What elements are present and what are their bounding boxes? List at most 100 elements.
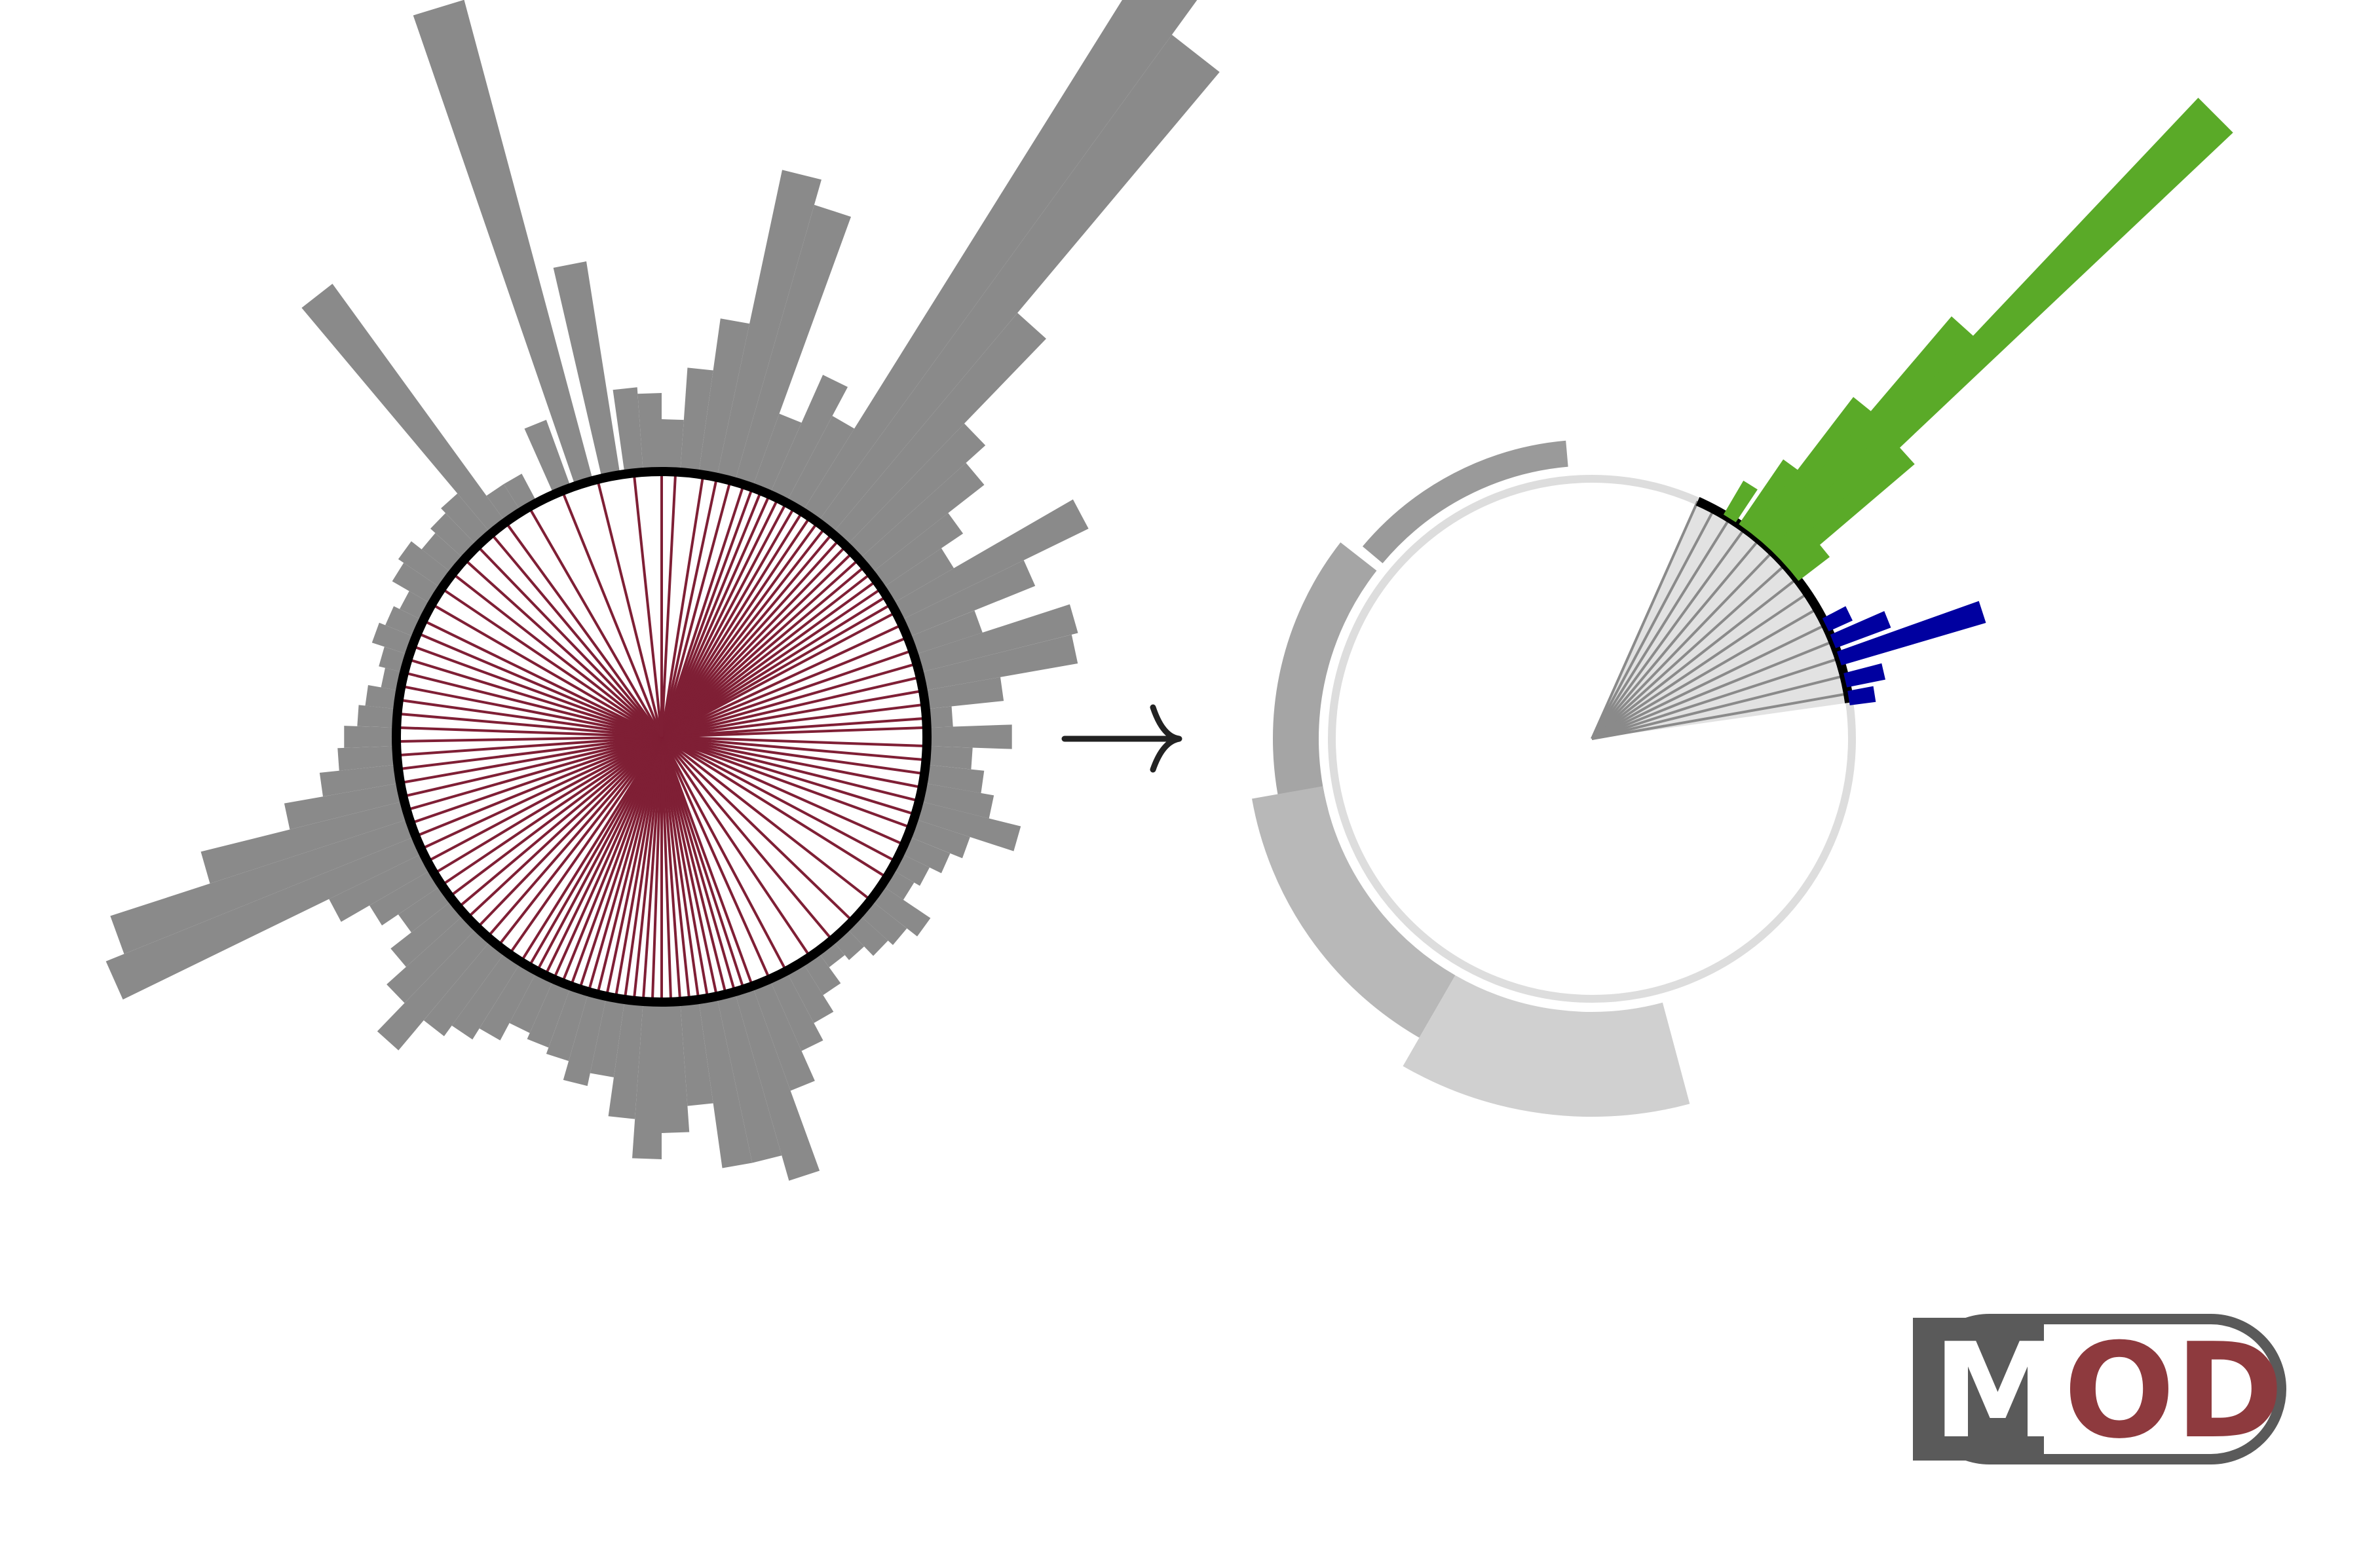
spoke-line <box>660 565 866 738</box>
spoke-line <box>660 480 732 737</box>
spoke-line <box>660 527 826 738</box>
spoke-line <box>660 736 888 879</box>
spoke-line <box>476 736 663 929</box>
histogram-bar <box>390 900 465 967</box>
spoke-line <box>660 487 754 737</box>
spoke-line <box>497 736 663 947</box>
spoke-line <box>1591 517 1731 740</box>
spoke-line <box>661 662 917 738</box>
outer-arc-band <box>1403 975 1690 1117</box>
histogram-bar <box>891 499 1089 621</box>
green-histogram-bar <box>1750 397 1872 542</box>
spoke-line <box>660 736 691 1001</box>
histogram-bar <box>698 318 750 477</box>
spoke-line <box>596 736 663 995</box>
right-circular-histogram <box>1252 98 2233 1117</box>
spoke-line <box>398 698 662 738</box>
histogram-bar <box>846 914 888 956</box>
histogram-bar <box>786 961 834 1024</box>
histogram-bar <box>369 869 442 925</box>
spoke-line <box>398 736 662 771</box>
logo-letters-od: OD <box>2064 1315 2284 1468</box>
histogram-bar <box>926 724 1012 749</box>
histogram-bar <box>881 548 954 605</box>
histogram-bar <box>925 706 953 728</box>
spoke-line <box>661 736 897 863</box>
green-histogram-bar <box>1780 446 1915 570</box>
spoke-line <box>401 684 662 738</box>
histogram-bar <box>398 541 453 589</box>
histogram-bar <box>769 375 848 503</box>
spoke-line <box>400 736 662 785</box>
histogram-bar <box>344 726 397 748</box>
spoke-line <box>661 736 927 748</box>
histogram-bar <box>590 996 625 1077</box>
spoke-line <box>660 558 860 738</box>
spoke-line <box>1591 657 1840 740</box>
histogram-bar <box>563 992 607 1087</box>
right-unit-circle <box>1328 475 1856 1003</box>
spoke-line <box>661 611 897 738</box>
spoke-line <box>660 532 833 738</box>
histogram-bar <box>734 986 820 1181</box>
spoke-line <box>596 479 663 737</box>
left-histogram-bars <box>105 0 1220 1181</box>
spoke-line <box>417 631 662 738</box>
spoke-line <box>661 736 916 816</box>
outer-arc-band <box>1252 785 1456 1038</box>
spoke-line <box>406 736 662 811</box>
spoke-line <box>660 736 682 1002</box>
histogram-bar <box>900 560 1036 638</box>
histogram-bar <box>319 764 401 797</box>
spoke-line <box>661 717 927 738</box>
histogram-bar <box>662 1001 690 1133</box>
spoke-line <box>660 736 812 958</box>
histogram-bar <box>430 513 478 560</box>
spoke-line <box>1591 508 1716 739</box>
spoke-line <box>527 736 663 967</box>
histogram-bar <box>377 927 491 1051</box>
spoke-line <box>660 484 746 737</box>
spoke-line <box>410 736 662 825</box>
histogram-bar <box>752 979 815 1091</box>
spoke-line <box>1591 500 1699 739</box>
spoke-line <box>660 521 819 738</box>
histogram-bar <box>907 819 970 859</box>
histogram-bar <box>441 493 491 546</box>
histogram-bar <box>900 836 951 874</box>
green-histogram-bar <box>1770 98 2233 561</box>
histogram-bar <box>387 914 478 1003</box>
spoke-line <box>605 736 663 997</box>
spoke-line <box>661 736 920 802</box>
spoke-line <box>660 736 746 990</box>
blue-histogram-bar <box>1843 663 1885 688</box>
spoke-line <box>660 736 673 1002</box>
histogram-bar <box>398 885 453 933</box>
blue-histogram-bar <box>1847 686 1876 705</box>
spoke-line <box>508 736 663 955</box>
spoke-line <box>661 736 926 762</box>
spoke-line <box>623 736 663 1000</box>
spoke-line <box>421 736 662 850</box>
spoke-line <box>660 736 709 999</box>
histogram-bar <box>284 783 405 830</box>
spoke-line <box>504 521 663 738</box>
spoke-line <box>1591 592 1809 740</box>
spoke-line <box>660 736 700 1000</box>
histogram-bar <box>301 284 506 534</box>
spoke-line <box>1591 538 1760 740</box>
spoke-line <box>614 736 663 999</box>
spoke-line <box>661 736 925 775</box>
green-histogram-bars <box>1723 98 2233 581</box>
spoke-line <box>660 736 754 987</box>
spoke-line <box>661 736 922 789</box>
spoke-line <box>660 736 727 995</box>
blue-histogram-bar <box>1836 601 1986 665</box>
histogram-bar <box>524 420 571 495</box>
spoke-line <box>641 736 663 1002</box>
spoke-line <box>660 736 719 997</box>
spoke-line <box>660 595 888 738</box>
histogram-bar <box>632 1001 662 1159</box>
spoke-line <box>463 558 663 738</box>
spoke-line <box>661 726 927 738</box>
